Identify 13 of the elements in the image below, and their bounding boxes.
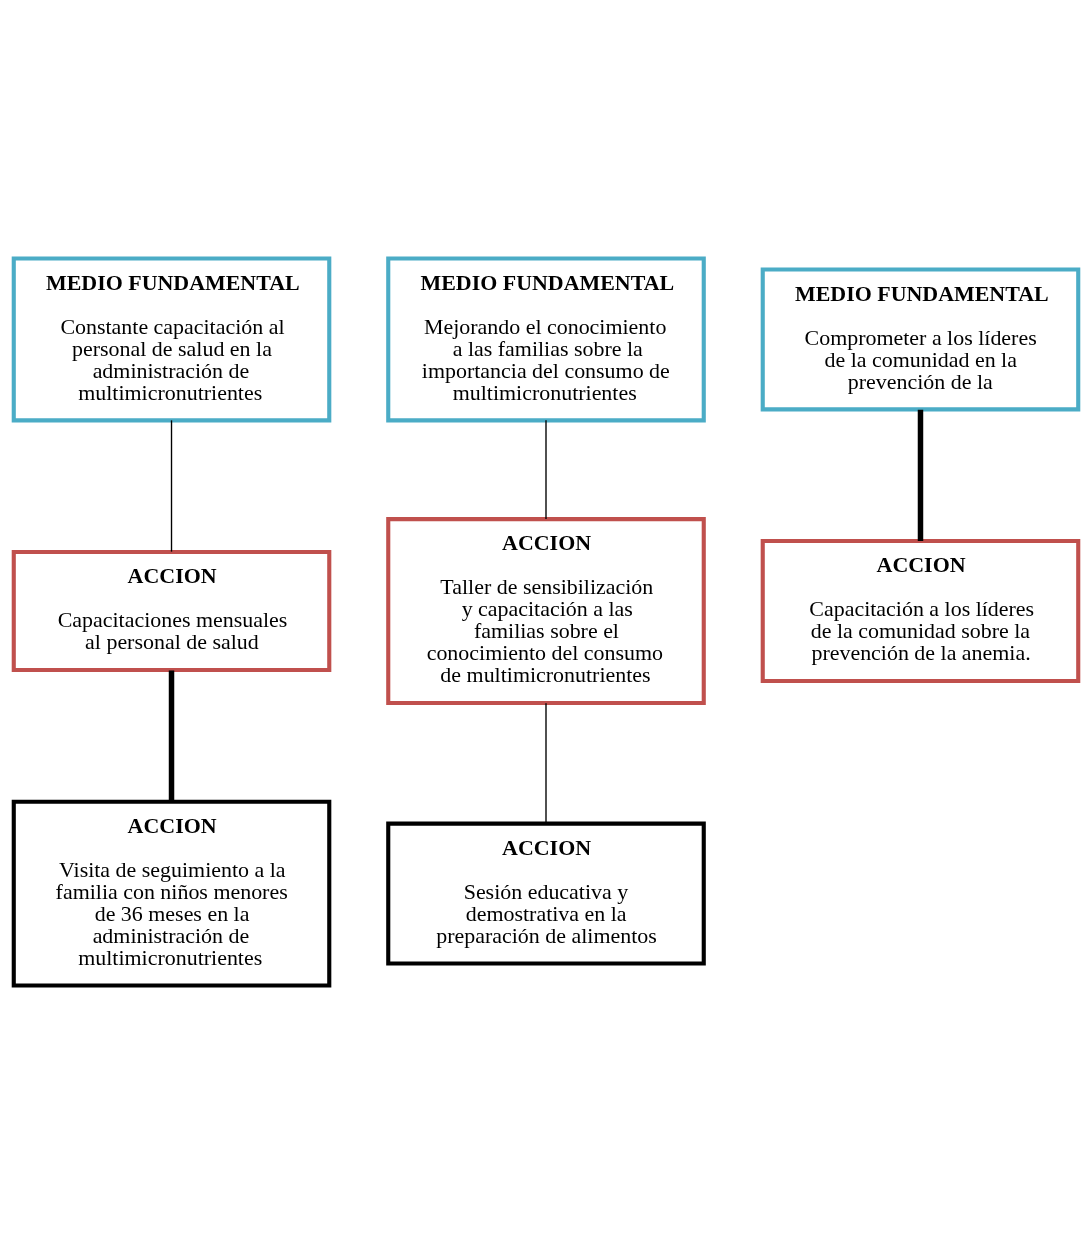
node-box: ACCION Capacitaciones mensuales al personal de salud (11, 550, 332, 673)
node-box: ACCION Sesión educativa y demostrativa en la preparación de alimentos (386, 821, 706, 966)
node-box: ACCION Capacitación a los líderes de la comunidad sobre la prevención de la anemia. (760, 539, 1081, 684)
node-box: ACCION Visita de seguimiento a la familia con niños menores de 36 meses en la administración de multimicronutrientes (11, 799, 332, 988)
connector (545, 702, 547, 825)
node-box: MEDIO FUNDAMENTAL Constante capacitación al personal de salud en la administración de multimicronutrientes (11, 256, 332, 423)
connector (168, 670, 175, 802)
connector (917, 409, 924, 541)
node-box: MEDIO FUNDAMENTAL Mejorando el conocimiento a las familias sobre la importancia del consumo de multimicronutrientes (386, 256, 706, 423)
node-box: MEDIO FUNDAMENTAL Comprometer a los líderes de la comunidad en la prevención de la (760, 267, 1081, 412)
connector (170, 419, 173, 553)
connector (545, 419, 547, 520)
node-box: ACCION Taller de sensibilización y capacitación a las familias sobre el conocimiento del consumo de multimicronutrientes (386, 517, 706, 705)
